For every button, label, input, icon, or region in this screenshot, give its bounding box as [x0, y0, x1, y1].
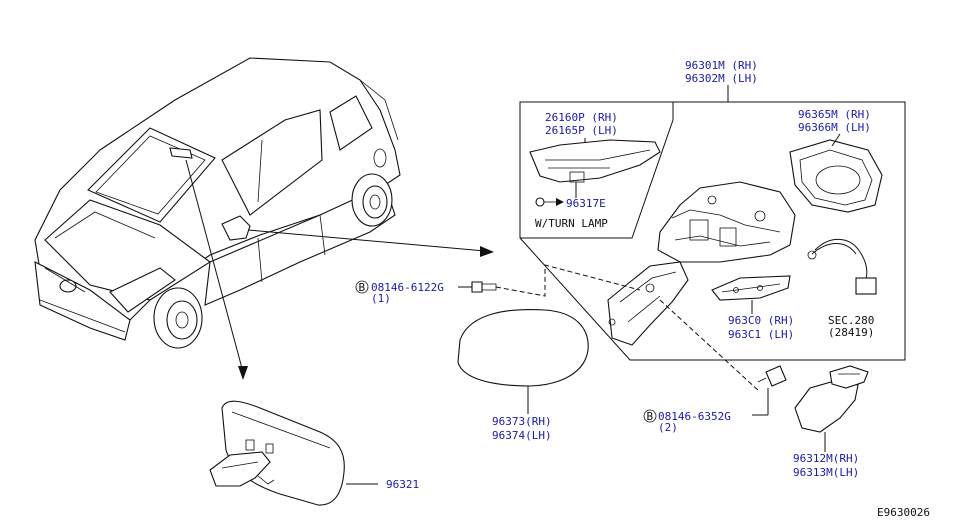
car-leader-arrows [185, 159, 494, 380]
vehicle-illustration [34, 57, 401, 349]
mirror-assy-lh-label: 96302M (LH) [685, 72, 758, 85]
turn-lamp-note: W/TURN LAMP [535, 217, 608, 230]
cap-lh-label: 96374(LH) [492, 429, 552, 442]
cover-base-lh-label: 963C1 (LH) [728, 328, 794, 341]
bolt-lower-code-label: 08146-6352G [658, 410, 731, 423]
bolt-upper: B 08146-6122G (1) [355, 264, 641, 305]
turn-lamp-screw [535, 197, 564, 207]
glass-rh-label: 96365M (RH) [798, 108, 871, 121]
finisher-part [794, 365, 869, 433]
glass-lh-label: 96366M (LH) [798, 121, 871, 134]
bolt-upper-qty-label: (1) [371, 292, 391, 305]
inner-mirror-label: 96321 [386, 478, 419, 491]
figure-code: E9630026 [877, 506, 930, 519]
turn-lamp-rh-label: 26160P (RH) [545, 111, 618, 124]
mirror-cap-part [457, 309, 589, 387]
inner-mirror-part [209, 400, 345, 506]
cover-base-part [711, 275, 791, 301]
bolt-lower: B 08146-6352G (2) [643, 299, 787, 434]
bolt-lower-marker: B [647, 410, 654, 423]
bolt-upper-code-label: 08146-6122G [371, 281, 444, 294]
mirror-assembly-group: 96301M (RH) 96302M (LH) 26160P (RH) 2616… [519, 59, 906, 361]
mirror-assy-rh-label: 96301M (RH) [685, 59, 758, 72]
sec-ref-label: SEC.280 [828, 314, 874, 327]
turn-lamp-lh-label: 26165P (LH) [545, 124, 618, 137]
bolt-upper-marker: B [359, 281, 366, 294]
bolt-lower-qty-label: (2) [658, 421, 678, 434]
mirror-glass-part [789, 139, 883, 213]
sec-ref-part-label: (28419) [828, 326, 874, 339]
cover-base-rh-label: 963C0 (RH) [728, 314, 794, 327]
mirror-housing-part [657, 181, 796, 263]
mirror-base-part [607, 261, 689, 346]
finisher-rh-label: 96312M(RH) [793, 452, 859, 465]
turn-lamp-screw-label: 96317E [566, 197, 606, 210]
harness-part [807, 238, 877, 295]
cap-rh-label: 96373(RH) [492, 415, 552, 428]
finisher-lh-label: 96313M(LH) [793, 466, 859, 479]
turn-lamp-part [529, 139, 661, 198]
